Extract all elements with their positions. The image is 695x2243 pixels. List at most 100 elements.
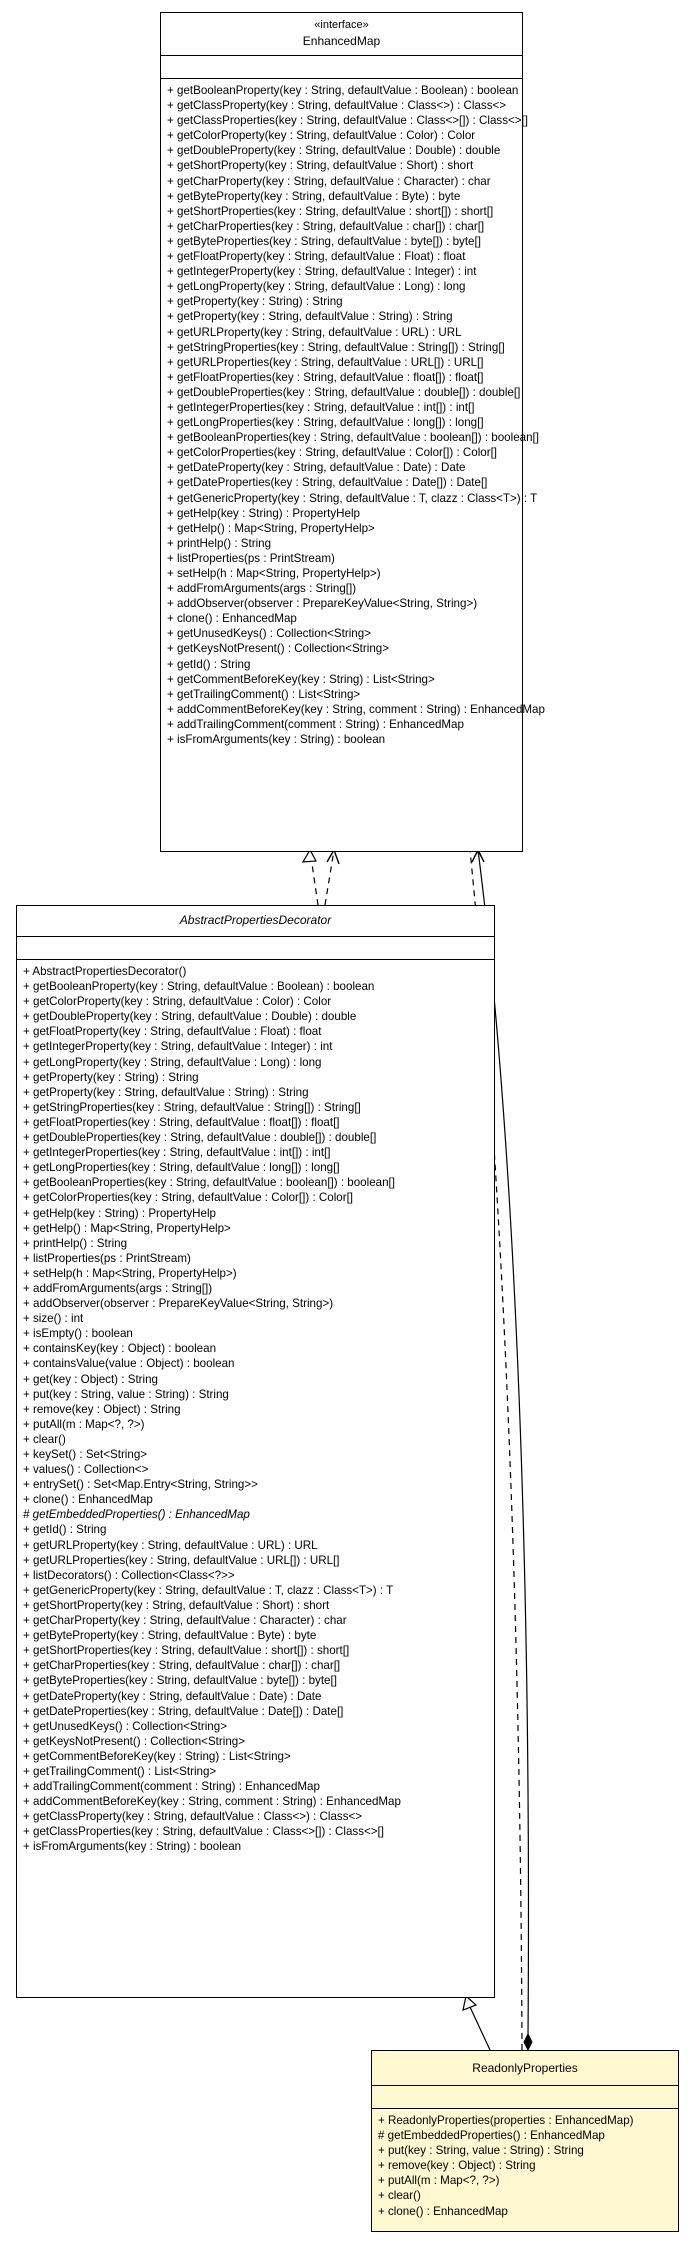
operation-row: + getIntegerProperty(key : String, defau… (167, 265, 477, 279)
class-header: ReadonlyProperties (372, 2051, 678, 2085)
operation-row: + addObserver(observer : PrepareKeyValue… (23, 1297, 334, 1311)
operation-row: + setHelp(h : Map<String, PropertyHelp>) (167, 567, 381, 580)
attributes-section (372, 2085, 678, 2108)
operation-row: + addCommentBeforeKey(key : String, comm… (167, 702, 545, 716)
dependency-link-abstract-to-interface (324, 849, 335, 906)
operation-row: + getUnusedKeys() : Collection<String> (167, 627, 371, 641)
operation-row: + listDecorators() : Collection<Class<?>… (23, 1568, 235, 1582)
operation-row: + getShortProperties(key : String, defau… (23, 1644, 350, 1658)
operation-row: + getDoubleProperties(key : String, defa… (23, 1131, 377, 1145)
class-enhanced-map[interactable]: «interface» EnhancedMap + getBooleanProp… (160, 12, 545, 852)
operation-row: + getCharProperty(key : String, defaultV… (167, 174, 491, 188)
operation-row: + AbstractPropertiesDecorator() (23, 965, 187, 978)
operation-row: + getBooleanProperty(key : String, defau… (167, 84, 519, 97)
class-header: AbstractPropertiesDecorator (17, 906, 494, 936)
operation-row: + getFloatProperties(key : String, defau… (23, 1115, 340, 1129)
operation-row: + getId() : String (23, 1523, 107, 1537)
generalization-link-readonly-to-abstract (469, 2006, 491, 2051)
operation-row: + remove(key : Object) : String (378, 2159, 536, 2173)
operation-row: + putAll(m : Map<?, ?>) (23, 1417, 145, 1431)
operation-row: + entrySet() : Set<Map.Entry<String, Str… (23, 1478, 258, 1492)
operation-row: + getURLProperties(key : String, default… (23, 1553, 340, 1567)
operation-row: + addTrailingComment(comment : String) :… (23, 1780, 320, 1794)
operation-row: + getClassProperties(key : String, defau… (23, 1825, 384, 1839)
operations-section: + ReadonlyProperties(properties : Enhanc… (372, 2108, 678, 2223)
operation-row: + addTrailingComment(comment : String) :… (167, 717, 464, 731)
operation-row: + getByteProperties(key : String, defaul… (23, 1674, 337, 1688)
operation-row: + getLongProperty(key : String, defaultV… (167, 280, 466, 294)
operation-row: + getShortProperties(key : String, defau… (167, 204, 494, 218)
operation-row: + isEmpty() : boolean (23, 1327, 133, 1341)
attributes-section (17, 936, 494, 959)
operation-row: + getDoubleProperty(key : String, defaul… (23, 1010, 357, 1024)
operation-row: + addCommentBeforeKey(key : String, comm… (23, 1795, 401, 1809)
operation-row: + getCharProperties(key : String, defaul… (23, 1659, 341, 1673)
operation-row: + getColorProperty(key : String, default… (167, 129, 476, 143)
operation-row: + getHelp(key : String) : PropertyHelp (23, 1206, 216, 1220)
operation-row: + clone() : EnhancedMap (167, 612, 297, 626)
class-header: «interface» EnhancedMap (161, 13, 522, 55)
operation-row: + getStringProperties(key : String, defa… (23, 1100, 361, 1114)
operation-row: + getHelp() : Map<String, PropertyHelp> (167, 521, 375, 535)
operation-row: + getFloatProperty(key : String, default… (23, 1025, 322, 1039)
operation-row: + getDateProperty(key : String, defaultV… (167, 461, 466, 475)
operation-row: + getGenericProperty(key : String, defau… (167, 491, 538, 505)
operations-section: + getBooleanProperty(key : String, defau… (161, 78, 545, 751)
operation-row: + addFromArguments(args : String[]) (23, 1281, 213, 1295)
operation-row: + printHelp() : String (23, 1236, 128, 1250)
operation-row: + addFromArguments(args : String[]) (167, 582, 357, 596)
operation-row: + clear() (378, 2189, 421, 2203)
operation-row: + getDoubleProperty(key : String, defaul… (167, 144, 501, 158)
class-readonly-properties[interactable]: ReadonlyProperties + ReadonlyProperties(… (371, 2050, 679, 2232)
operation-row: + getByteProperty(key : String, defaultV… (23, 1629, 317, 1643)
operation-row: + getIntegerProperties(key : String, def… (167, 400, 475, 414)
operation-row: + addObserver(observer : PrepareKeyValue… (167, 597, 478, 611)
operation-row: + getClassProperties(key : String, defau… (167, 114, 528, 128)
operation-row: + getKeysNotPresent() : Collection<Strin… (23, 1734, 246, 1748)
operation-row: + getDoubleProperties(key : String, defa… (167, 385, 521, 399)
operation-row: + getURLProperties(key : String, default… (167, 355, 484, 369)
operation-row: + getFloatProperty(key : String, default… (167, 250, 466, 264)
operation-row: + getDateProperty(key : String, defaultV… (23, 1689, 322, 1703)
operation-row: + isFromArguments(key : String) : boolea… (167, 733, 386, 747)
operation-row: + getColorProperty(key : String, default… (23, 995, 332, 1009)
operations-section: + AbstractPropertiesDecorator() + getBool… (17, 959, 494, 1859)
operation-row: + getHelp() : Map<String, PropertyHelp> (23, 1221, 231, 1235)
operation-row: + clone() : EnhancedMap (378, 2204, 508, 2218)
operation-row: + getURLProperty(key : String, defaultVa… (23, 1538, 318, 1552)
operation-row: + containsValue(value : Object) : boolea… (23, 1357, 235, 1371)
operation-row: + getByteProperties(key : String, defaul… (167, 234, 481, 248)
operation-row: + getUnusedKeys() : Collection<String> (23, 1719, 227, 1733)
operation-row: + remove(key : Object) : String (23, 1402, 181, 1416)
operation-row: + size() : int (23, 1312, 84, 1326)
operation-row: + getLongProperties(key : String, defaul… (167, 416, 484, 430)
operation-row: + getTrailingComment() : List<String> (23, 1764, 217, 1778)
operation-row: + getURLProperty(key : String, defaultVa… (167, 325, 462, 339)
operation-row: + getBooleanProperties(key : String, def… (23, 1176, 395, 1190)
operation-row: + getShortProperty(key : String, default… (23, 1598, 330, 1612)
operation-row: + clone() : EnhancedMap (23, 1493, 153, 1507)
operation-row: + getGenericProperty(key : String, defau… (23, 1583, 394, 1597)
operation-row: + containsKey(key : Object) : boolean (23, 1342, 217, 1356)
operation-row: + getIntegerProperties(key : String, def… (23, 1146, 331, 1160)
operation-row: + put(key : String, value : String) : St… (23, 1387, 229, 1401)
realization-arrowhead (301, 848, 317, 863)
operation-row: + getIntegerProperty(key : String, defau… (23, 1040, 333, 1054)
operation-row: + getShortProperty(key : String, default… (167, 159, 474, 173)
operation-row: + getCharProperty(key : String, defaultV… (23, 1614, 347, 1628)
operation-row: + getColorProperties(key : String, defau… (23, 1191, 354, 1205)
operation-row: + getColorProperties(key : String, defau… (167, 446, 498, 460)
operation-row: + getProperty(key : String, defaultValue… (167, 310, 453, 324)
class-abstract-properties-decorator[interactable]: AbstractPropertiesDecorator + AbstractPr… (16, 905, 495, 1998)
operation-row: + getDateProperties(key : String, defaul… (23, 1704, 344, 1718)
operation-row: + setHelp(h : Map<String, PropertyHelp>) (23, 1266, 237, 1280)
operation-row: + putAll(m : Map<?, ?>) (378, 2174, 500, 2188)
operation-row: + getCommentBeforeKey(key : String) : Li… (23, 1749, 291, 1763)
operation-row: + getClassProperty(key : String, default… (23, 1810, 363, 1824)
operation-row: + ReadonlyProperties(properties : Enhanc… (378, 2114, 634, 2127)
generalization-arrowhead (462, 1994, 478, 2011)
operation-row: + values() : Collection<> (23, 1463, 149, 1477)
operation-row: + listProperties(ps : PrintStream) (23, 1251, 191, 1265)
operation-row: + getKeysNotPresent() : Collection<Strin… (167, 642, 390, 656)
composition-diamond (523, 2032, 533, 2052)
